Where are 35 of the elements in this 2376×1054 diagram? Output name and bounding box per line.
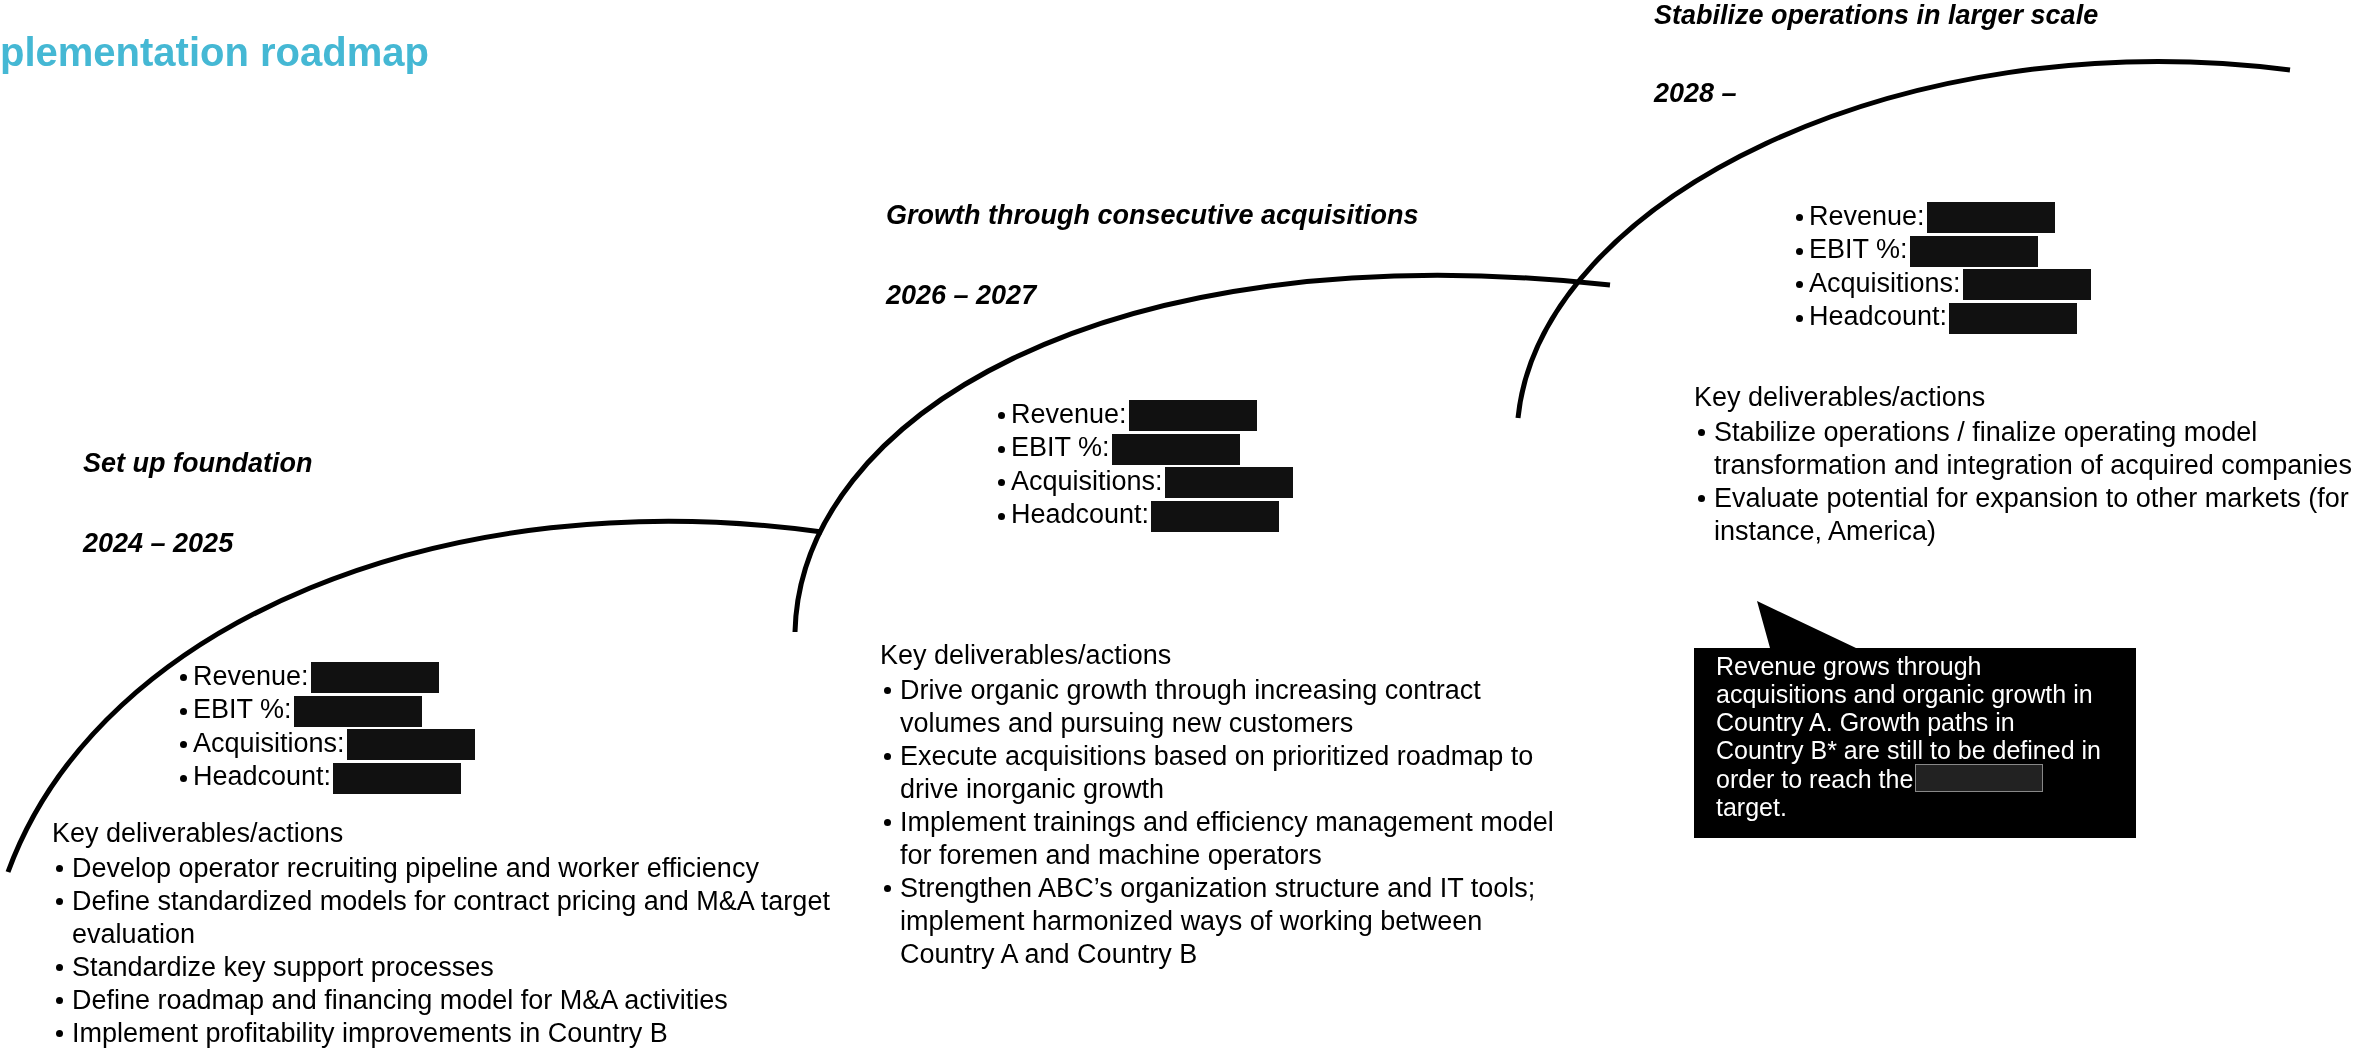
- section-heading: Key deliverables/actions: [880, 640, 1172, 671]
- metric-label: Revenue:: [1011, 399, 1127, 429]
- metric-label: Acquisitions:: [1011, 465, 1163, 496]
- metric-label: Acquisitions:: [193, 727, 345, 758]
- bullet-text: Develop operator recruiting pipeline and worker efficiency: [72, 853, 759, 883]
- bullet-text: Execute acquisitions based on prioritized roadmap to drive inorganic growth: [900, 741, 1534, 804]
- phase-years: 2028 –: [1654, 78, 1737, 109]
- bullet-text: Strengthen ABC’s organization structure and IT tools; implement harmonized ways of working between Country A and Country B: [900, 873, 1536, 969]
- bullet-text: Stabilize operations / finalize operating model transformation and integration of acquired companies: [1714, 417, 2352, 480]
- metric-label: Acquisitions:: [1809, 267, 1961, 298]
- metric-label: Headcount:: [1011, 499, 1150, 530]
- phase-years: 2026 – 2027: [886, 280, 1037, 311]
- bullet-text: Define roadmap and financing model for M&A activities: [72, 985, 728, 1015]
- callout-text: Revenue grows through acquisitions and organic growth in Country A. Growth paths in Country B* are still to be defined in order to reach the target.: [1716, 652, 2102, 821]
- bullet-text: Drive organic growth through increasing contract volumes and pursuing new customers: [900, 675, 1481, 738]
- bullet-text: Implement profitability improvements in Country B: [72, 1018, 668, 1048]
- section-heading: Key deliverables/actions: [1694, 382, 1986, 413]
- phase-title: Stabilize operations in larger scale: [1654, 0, 2099, 31]
- metric-label: Headcount:: [1809, 301, 1948, 332]
- bullet-text: Implement trainings and efficiency management model for foremen and machine operators: [900, 807, 1554, 870]
- phase-title: Set up foundation: [83, 448, 313, 479]
- metric-label: EBIT %:: [1011, 432, 1110, 463]
- phase-title: Growth through consecutive acquisitions: [886, 200, 1419, 231]
- metric-label: Revenue:: [193, 661, 309, 691]
- bullet-text: Evaluate potential for expansion to other markets (for instance, America): [1714, 483, 2349, 546]
- section-heading: Key deliverables/actions: [52, 818, 344, 849]
- metric-label: EBIT %:: [1809, 234, 1908, 265]
- metric-label: Revenue:: [1809, 201, 1925, 231]
- phase-years: 2024 – 2025: [83, 528, 234, 559]
- metric-label: Headcount:: [193, 761, 332, 792]
- bullet-text: Define standardized models for contract pricing and M&A target evaluation: [72, 886, 830, 949]
- metric-label: EBIT %:: [193, 694, 292, 725]
- bullet-text: Standardize key support processes: [72, 952, 494, 982]
- callout-box: [1694, 601, 2136, 838]
- page-title: plementation roadmap: [0, 30, 429, 75]
